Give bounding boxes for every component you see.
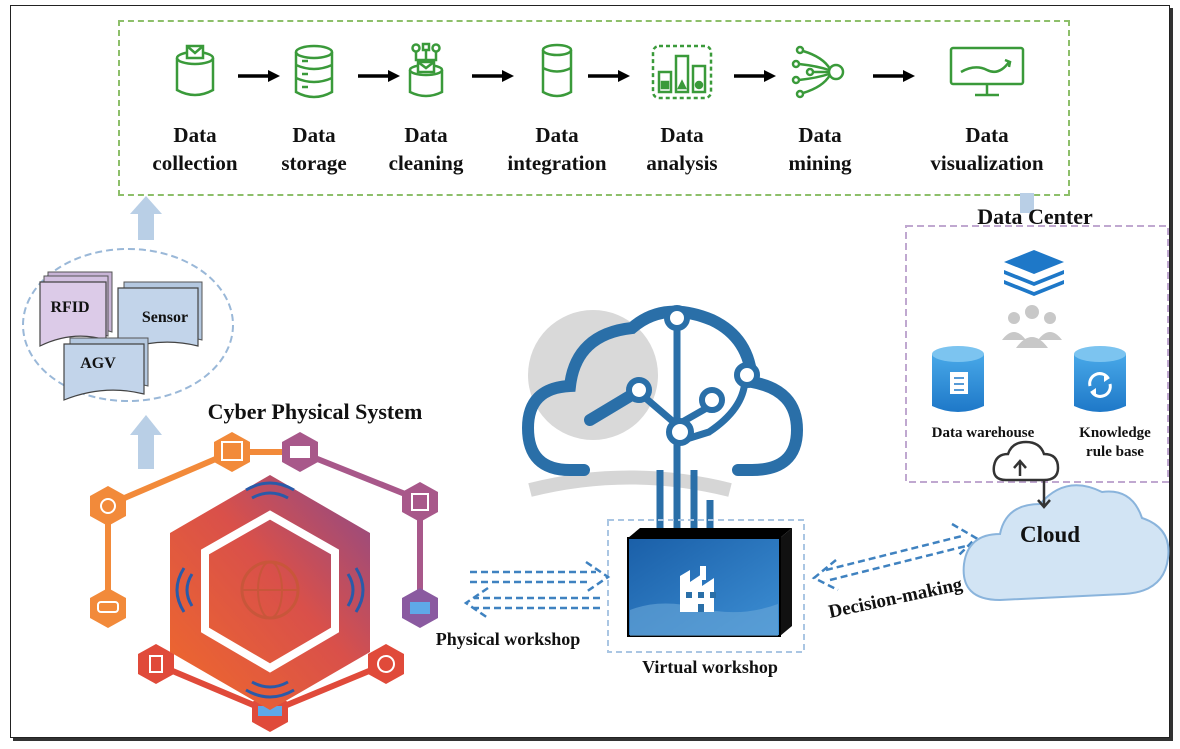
cylinder-mail-icon	[175, 44, 215, 97]
bar-analysis-icon	[651, 44, 713, 100]
globe-hex-icon	[368, 644, 404, 684]
virtual-workshop-frame	[607, 519, 805, 653]
chip-hex-icon	[402, 482, 438, 522]
step-line1: Data	[292, 123, 336, 147]
cps-title: Cyber Physical System	[207, 399, 423, 424]
vr-hex-icon	[90, 588, 126, 628]
step-data-integration: Data integration	[497, 42, 617, 182]
data-warehouse-label: Data warehouse	[931, 425, 1035, 441]
camera-hex-icon	[90, 486, 126, 526]
robot-hex-icon	[214, 432, 250, 472]
upload-cloud-icon	[992, 440, 1060, 509]
step-data-mining: Data mining	[760, 42, 880, 182]
step-line2: analysis	[646, 150, 718, 175]
data-center-box	[905, 225, 1169, 483]
step-line1: Data	[660, 123, 704, 147]
step-line2: collection	[152, 150, 238, 175]
step-line1: Data	[404, 123, 448, 147]
cloud-shadow	[528, 470, 732, 497]
rfid-label: RFID	[50, 299, 90, 316]
step-line1: Data	[535, 123, 579, 147]
arrow-right-icon	[238, 70, 280, 82]
arrow-right-icon	[472, 70, 514, 82]
step-line2: mining	[788, 150, 852, 175]
data-center-title: Data Center	[977, 204, 1093, 229]
router-hex-icon	[402, 588, 438, 628]
step-data-collection: Data collection	[135, 42, 255, 182]
cleaning-icon	[408, 42, 444, 98]
sources-ellipse	[22, 248, 234, 402]
up-arrow-icon	[130, 196, 162, 240]
step-line2: integration	[507, 150, 607, 175]
physical-workshop-label: Physical workshop	[435, 629, 581, 649]
agv-label: AGV	[80, 355, 116, 372]
pipeline-box	[118, 20, 1070, 196]
cloud-icon	[962, 484, 1170, 602]
knowledge-db-icon	[1074, 346, 1126, 412]
arrow-right-icon	[873, 70, 915, 82]
users-icon	[1002, 305, 1062, 348]
step-data-storage: Data storage	[254, 42, 374, 182]
knowledge-line1: Knowledge	[1079, 425, 1151, 441]
device-hex-icon	[282, 432, 318, 472]
up-arrow-icon	[130, 415, 162, 469]
connector-bar	[1020, 193, 1034, 213]
rfid-doc-icon	[39, 271, 113, 347]
step-line2: storage	[281, 150, 347, 175]
layers-icon	[1004, 250, 1064, 296]
virtual-workshop-box-icon	[627, 528, 792, 637]
step-data-visualization: Data visualization	[912, 42, 1062, 182]
step-data-analysis: Data analysis	[622, 42, 742, 182]
monitor-chart-icon	[949, 46, 1025, 97]
step-line1: Data	[173, 123, 217, 147]
circuit-nodes	[626, 305, 760, 446]
virtual-workshop-label: Virtual workshop	[642, 657, 778, 677]
central-cps-hex	[170, 475, 370, 710]
step-line2: visualization	[930, 150, 1044, 175]
step-data-cleaning: Data cleaning	[366, 42, 486, 182]
cloud-label: Cloud	[1019, 522, 1081, 547]
cylinder-icon	[541, 43, 573, 98]
arrow-right-icon	[734, 70, 776, 82]
arrow-right-icon	[588, 70, 630, 82]
step-line1: Data	[965, 123, 1009, 147]
decision-label: Decision-making	[827, 574, 965, 623]
database-icon	[294, 44, 334, 99]
decision-arrow-icon	[811, 522, 979, 592]
knowledge-label: Knowledge rule base	[1060, 424, 1170, 462]
bidirectional-arrow-icon	[463, 560, 611, 620]
knowledge-line2: rule base	[1086, 443, 1144, 460]
arrow-right-icon	[358, 70, 400, 82]
bug-hex-icon	[138, 644, 174, 684]
bg-circle	[528, 310, 658, 440]
step-line1: Data	[798, 123, 842, 147]
agv-doc-icon	[63, 337, 149, 401]
data-warehouse-db-icon	[932, 346, 984, 412]
step-line2: cleaning	[388, 150, 464, 175]
network-mining-icon	[791, 45, 845, 99]
sensor-label: Sensor	[141, 309, 189, 326]
tech-cloud-icon	[521, 305, 804, 476]
